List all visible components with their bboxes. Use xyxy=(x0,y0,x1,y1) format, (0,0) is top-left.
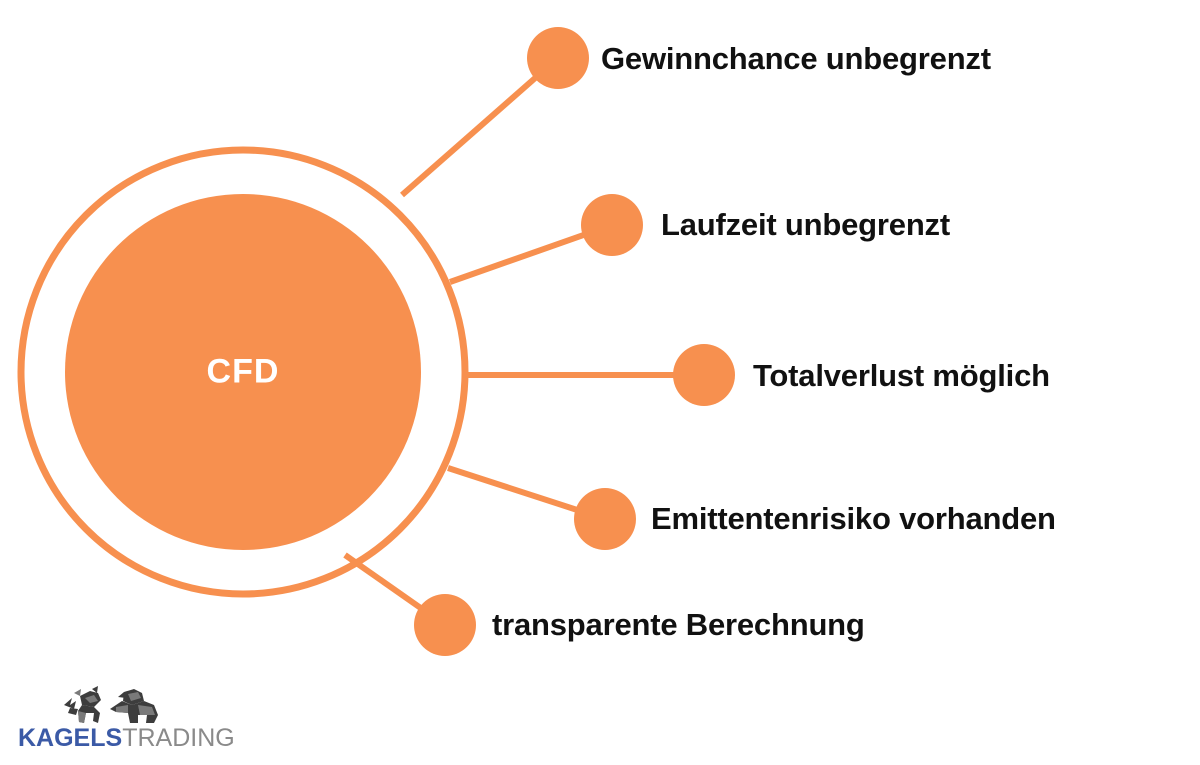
node-label: Gewinnchance unbegrenzt xyxy=(601,41,991,76)
connector-line xyxy=(447,465,578,513)
node-bubble-group xyxy=(414,27,735,656)
node-bubble[interactable] xyxy=(414,594,476,656)
hub-outer-ring xyxy=(17,146,469,598)
bull-icon xyxy=(64,686,101,723)
node-label: Totalverlust möglich xyxy=(753,358,1050,393)
brand-logo: KAGELSTRADING xyxy=(18,683,235,755)
brand-name-secondary: TRADING xyxy=(122,724,235,752)
connector-line xyxy=(449,232,585,285)
brand-name-primary: KAGELS xyxy=(18,724,123,752)
node-bubble[interactable] xyxy=(527,27,589,89)
node-bubble[interactable] xyxy=(673,344,735,406)
connector-line xyxy=(400,75,538,198)
bear-icon xyxy=(110,689,158,723)
node-bubble[interactable] xyxy=(574,488,636,550)
brand-animal-marks xyxy=(64,686,158,723)
node-bubble[interactable] xyxy=(581,194,643,256)
hub-circle xyxy=(65,194,421,550)
hub-label: CFD xyxy=(206,352,280,391)
node-label: Laufzeit unbegrenzt xyxy=(661,207,950,242)
brand-wordmark: KAGELSTRADING xyxy=(18,726,235,751)
node-label: Emittentenrisiko vorhanden xyxy=(651,501,1056,536)
node-label: transparente Berechnung xyxy=(492,607,865,642)
